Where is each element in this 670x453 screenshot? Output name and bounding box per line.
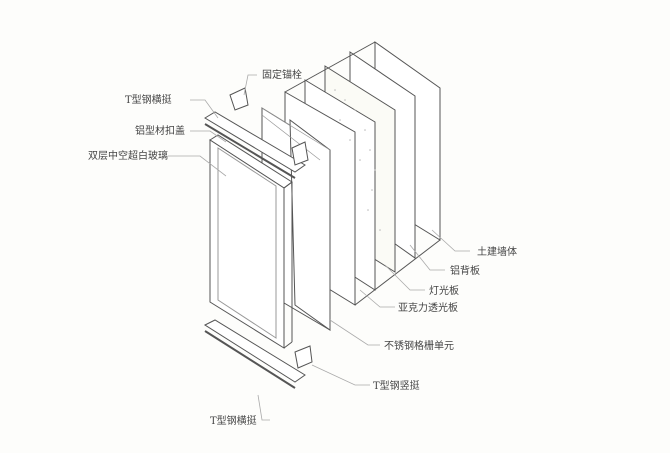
label-civil-wall: 土建墙体 (477, 245, 517, 258)
top-t-steel-rail (204, 87, 309, 179)
anchor-bracket (291, 141, 309, 166)
label-double-glass: 双层中空超白玻璃 (88, 149, 168, 162)
label-t-steel-mullion: T型钢竖挺 (373, 379, 420, 392)
perforation-dots (334, 89, 381, 231)
label-acrylic-panel: 亚克力透光板 (398, 301, 458, 314)
bottom-t-steel-rail (203, 319, 313, 389)
label-aluminum-cover: 铝型材扣盖 (135, 124, 185, 137)
label-t-steel-bottom-rail: T型钢横挺 (210, 414, 257, 427)
label-t-steel-top-rail: T型钢横挺 (125, 93, 172, 106)
label-light-panel: 灯光板 (429, 284, 459, 297)
double-glazed-glass-panel (209, 134, 293, 349)
label-aluminum-back-panel: 铝背板 (450, 264, 480, 277)
anchor-bracket (229, 87, 249, 111)
label-anchor-bolt: 固定锚栓 (262, 68, 302, 81)
anchor-bracket (294, 345, 313, 369)
leader-lines (168, 74, 470, 421)
label-steel-grille-unit: 不锈钢格栅单元 (384, 339, 454, 352)
